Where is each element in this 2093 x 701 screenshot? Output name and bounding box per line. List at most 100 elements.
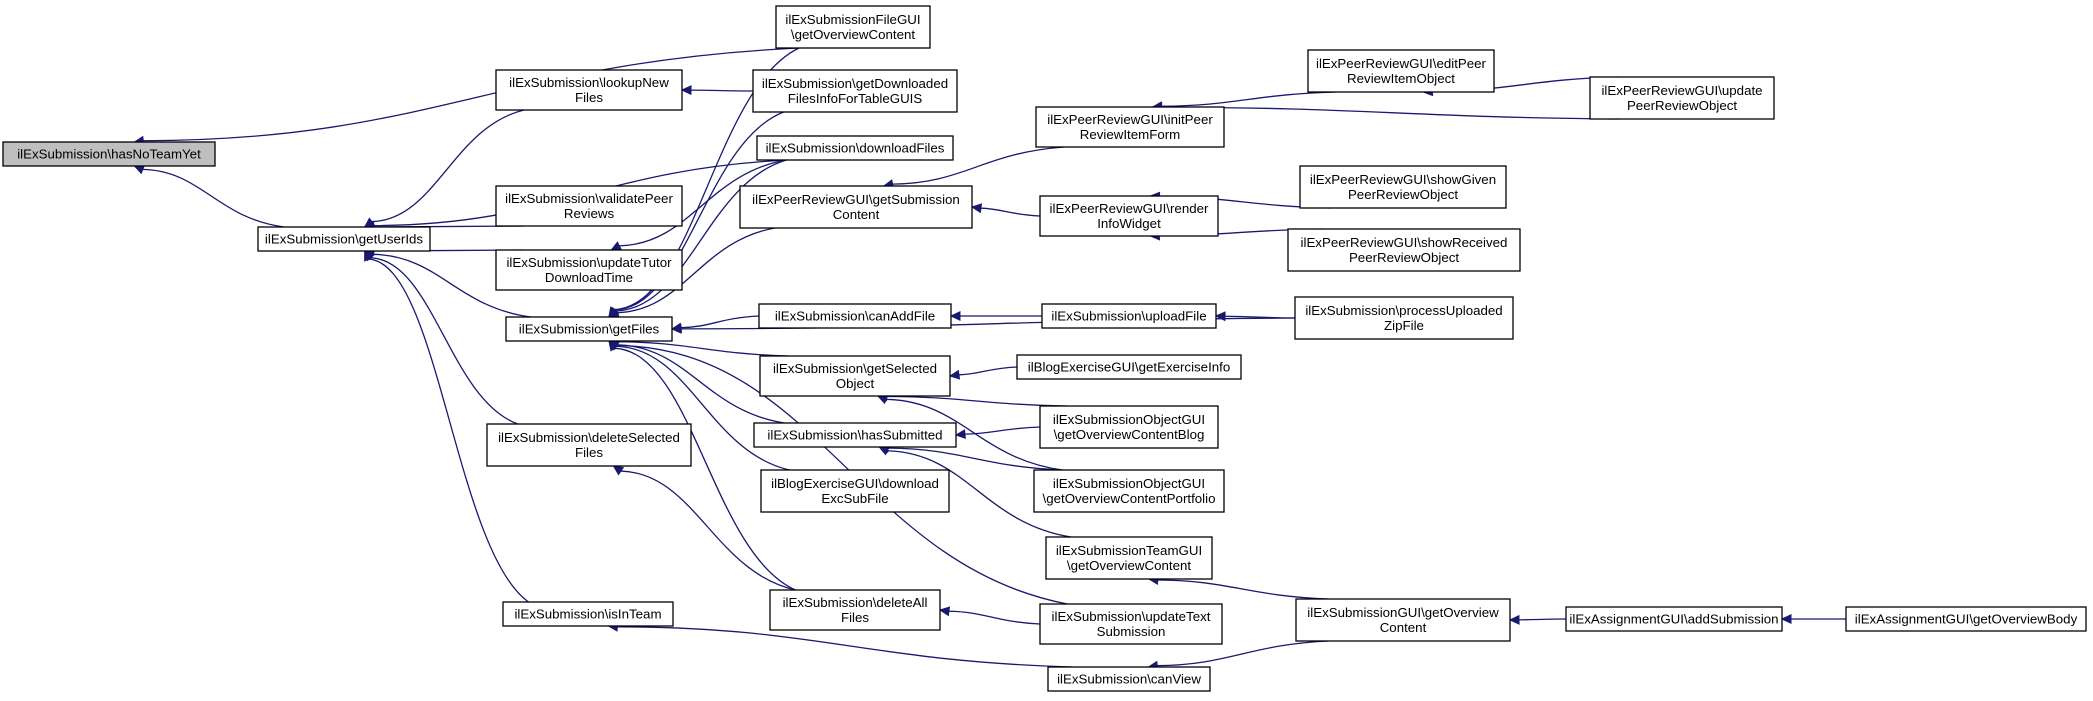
- arrowhead: [670, 323, 682, 334]
- node-label: ilExPeerReviewGUI\showReceived: [1301, 235, 1508, 250]
- node-box: [1287, 228, 1521, 272]
- function-node[interactable]: ilExSubmissionTeamGUI\getOverviewContent: [1045, 536, 1213, 580]
- arrowhead: [938, 606, 951, 617]
- call-edge: [886, 395, 1067, 407]
- call-edge: [370, 257, 518, 425]
- arrowhead: [364, 249, 374, 262]
- node-box: [1045, 536, 1213, 580]
- function-node[interactable]: ilExSubmission\hasNoTeamYet: [2, 141, 216, 167]
- function-node[interactable]: ilExSubmission\getUserIds: [257, 226, 431, 252]
- node-box: [1016, 354, 1242, 380]
- node-box: [1047, 666, 1211, 692]
- function-node[interactable]: ilExSubmissionGUI\getOverviewContent: [1295, 598, 1511, 642]
- node-box: [1033, 469, 1225, 513]
- call-edge: [371, 109, 525, 223]
- call-edge: [948, 610, 1041, 625]
- node-label: ReviewItemObject: [1347, 71, 1455, 86]
- node-label: ilExSubmission\hasSubmitted: [767, 428, 942, 443]
- call-edge: [1157, 579, 1329, 600]
- node-box: [1295, 598, 1511, 642]
- function-node[interactable]: ilExSubmissionFileGUI\getOverviewContent: [775, 5, 931, 49]
- node-label: ZipFile: [1384, 318, 1424, 333]
- function-node[interactable]: ilExSubmission\downloadFiles: [756, 135, 954, 161]
- function-node[interactable]: ilExPeerReviewGUI\showReceivedPeerReview…: [1287, 228, 1521, 272]
- call-edge: [887, 450, 1072, 538]
- node-box: [759, 355, 951, 397]
- node-box: [1039, 603, 1223, 645]
- node-box: [1299, 165, 1507, 209]
- call-edge: [958, 366, 1018, 376]
- function-node[interactable]: ilExPeerReviewGUI\editPeerReviewItemObje…: [1307, 49, 1495, 93]
- node-label: \getOverviewContentPortfolio: [1043, 491, 1216, 506]
- node-box: [502, 601, 674, 627]
- node-label: FilesInfoForTableGUIS: [788, 91, 923, 106]
- node-label: Content: [833, 207, 880, 222]
- call-edge: [886, 398, 1063, 471]
- node-label: DownloadTime: [545, 270, 633, 285]
- function-node[interactable]: ilExSubmission\isInTeam: [502, 601, 674, 627]
- node-box: [495, 185, 683, 227]
- call-edge: [690, 89, 754, 92]
- function-node[interactable]: ilBlogExerciseGUI\getExerciseInfo: [1016, 354, 1242, 380]
- node-box: [1589, 76, 1775, 120]
- call-edge: [614, 347, 796, 591]
- function-node[interactable]: ilExPeerReviewGUI\showGivenPeerReviewObj…: [1299, 165, 1507, 209]
- call-edge: [1161, 91, 1336, 107]
- call-edge: [680, 315, 760, 329]
- node-box: [769, 589, 941, 631]
- call-edge: [617, 344, 785, 424]
- call-edge: [620, 470, 796, 591]
- function-node[interactable]: ilExSubmission\getDownloadedFilesInfoFor…: [752, 69, 958, 113]
- call-edge: [888, 447, 1063, 471]
- node-box: [760, 469, 950, 513]
- node-label: ilExSubmission\getDownloaded: [762, 76, 948, 91]
- node-label: ilExSubmission\getSelected: [773, 361, 937, 376]
- node-label: Files: [841, 610, 869, 625]
- function-node[interactable]: ilExSubmission\canView: [1047, 666, 1211, 692]
- function-node[interactable]: ilExAssignmentGUI\addSubmission: [1565, 606, 1783, 632]
- node-label: ilExSubmission\isInTeam: [514, 607, 661, 622]
- node-box: [1565, 606, 1783, 632]
- node-label: ilBlogExerciseGUI\download: [771, 476, 939, 491]
- node-label: ilExPeerReviewGUI\editPeer: [1316, 56, 1487, 71]
- node-label: Object: [836, 376, 875, 391]
- function-node[interactable]: ilExSubmission\hasSubmitted: [753, 422, 957, 448]
- function-node[interactable]: ilExSubmissionObjectGUI\getOverviewConte…: [1039, 405, 1219, 449]
- node-label: ilExSubmission\updateTutor: [506, 255, 672, 270]
- call-edge: [1224, 315, 1296, 319]
- node-box: [752, 69, 958, 113]
- arrowhead: [948, 369, 961, 380]
- call-edge: [619, 159, 787, 247]
- call-edge: [614, 111, 784, 311]
- call-edge: [142, 168, 284, 228]
- function-node[interactable]: ilExSubmission\getFiles: [505, 316, 673, 342]
- function-node[interactable]: ilExAssignmentGUI\getOverviewBody: [1845, 606, 2087, 632]
- node-label: ReviewItemForm: [1080, 127, 1180, 142]
- function-node[interactable]: ilExSubmission\canAddFile: [758, 303, 952, 329]
- node-box: [775, 5, 931, 49]
- function-node[interactable]: ilExSubmission\uploadFile: [1041, 303, 1217, 329]
- node-box: [505, 316, 673, 342]
- node-label: ilExSubmission\deleteSelected: [498, 430, 680, 445]
- function-node[interactable]: ilExSubmissionObjectGUI\getOverviewConte…: [1033, 469, 1225, 513]
- node-label: ilExSubmission\updateText: [1052, 609, 1211, 624]
- call-nodes: ilExSubmission\hasNoTeamYet ilExSubmissio…: [2, 5, 2087, 692]
- node-label: PeerReviewObject: [1348, 187, 1458, 202]
- node-box: [2, 141, 216, 167]
- node-label: ilExSubmission\uploadFile: [1051, 309, 1206, 324]
- node-label: ilExSubmissionTeamGUI: [1056, 543, 1202, 558]
- arrowhead: [610, 241, 623, 251]
